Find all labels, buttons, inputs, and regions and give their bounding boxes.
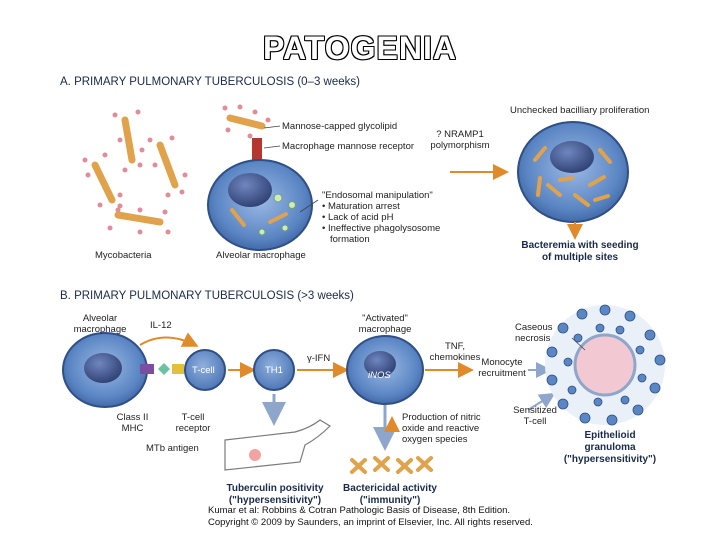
label-line: ("immunity") xyxy=(359,495,421,506)
label-tcell: T-cell xyxy=(192,365,215,376)
mycobacteria-cluster xyxy=(82,104,271,235)
label-granuloma: Epithelioid granuloma ("hypersensitivity… xyxy=(560,430,660,466)
label-line: Epithelioid xyxy=(584,430,636,441)
label-line: macrophage xyxy=(73,324,127,335)
label-line: Bactericidal activity xyxy=(343,483,437,494)
bacillus xyxy=(91,161,116,204)
label-line: T-cell xyxy=(523,416,547,427)
bacillus xyxy=(121,116,136,164)
label-glycolipid: Mannose-capped glycolipid xyxy=(282,121,398,132)
bacillus xyxy=(226,114,266,130)
label-class2: Class II MHC xyxy=(110,412,155,434)
label-line: Monocyte xyxy=(481,357,523,368)
tcell-cell xyxy=(184,349,226,391)
proliferating-macrophage-cell xyxy=(517,121,629,223)
panel-letter: A. xyxy=(60,76,71,88)
credit: Kumar et al: Robbins & Cotran Pathologic… xyxy=(208,505,533,529)
activated-macrophage-cell xyxy=(346,335,424,405)
label-tcell-receptor: T-cell receptor xyxy=(168,412,218,434)
label-activated: "Activated" macrophage xyxy=(345,313,425,335)
label-line: Tuberculin positivity xyxy=(226,483,324,494)
label-line: Production of nitric xyxy=(402,412,481,423)
label-ifn: γ-IFN xyxy=(307,353,331,364)
bullet-item: formation xyxy=(330,234,370,245)
label-tnf: TNF, chemokines xyxy=(425,341,485,363)
label-bactericidal: Bactericidal activity ("immunity") xyxy=(335,483,445,507)
label-line: granuloma xyxy=(584,442,636,453)
bullet-item: • Ineffective phagolysosome xyxy=(322,223,441,234)
label-line: oxide and reactive xyxy=(402,423,480,434)
label-unchecked: Unchecked bacilliary proliferation xyxy=(510,105,650,116)
th1-cell xyxy=(253,349,295,391)
tcell-receptor-icon xyxy=(172,364,184,374)
label-nitric: Production of nitric oxide and reactive … xyxy=(402,412,481,445)
label-line: Class II xyxy=(116,412,149,423)
leader-lines xyxy=(263,125,586,351)
label-line: MHC xyxy=(121,423,144,434)
label-alveolar-macrophage: Alveolar macrophage xyxy=(216,250,306,261)
label-line: recruitment xyxy=(478,368,526,379)
label-endosomal-title: "Endosomal manipulation" xyxy=(322,190,433,201)
label-line: T-cell xyxy=(181,412,205,423)
label-bacteremia-line2: of multiple sites xyxy=(541,252,619,263)
bacillus xyxy=(114,211,164,226)
bullet-item: • Lack of acid pH xyxy=(322,212,394,223)
label-bacteremia-line1: Bacteremia with seeding xyxy=(521,240,639,251)
label-sensitized: Sensitized T-cell xyxy=(505,405,565,427)
label-bacteremia: Bacteremia with seeding of multiple site… xyxy=(515,240,645,264)
label-caseous: Caseous necrosis xyxy=(515,322,553,344)
arrow xyxy=(139,332,199,347)
label-th1: TH1 xyxy=(265,365,283,376)
label-nramp-line2: polymorphism xyxy=(430,140,490,151)
label-line: oxygen species xyxy=(402,434,468,445)
credit-line2: Copyright © 2009 by Saunders, an imprint… xyxy=(208,517,533,528)
bullet-item: • Maturation arrest xyxy=(322,201,400,212)
credit-line1: Kumar et al: Robbins & Cotran Pathologic… xyxy=(208,505,511,516)
panel-b-heading: B. PRIMARY PULMONARY TUBERCULOSIS (>3 we… xyxy=(60,290,354,302)
arrow xyxy=(527,392,556,411)
label-inos: iNOS xyxy=(368,370,391,381)
label-line: ("hypersensitivity") xyxy=(228,495,322,506)
mannose-receptor-icon xyxy=(252,138,262,160)
killed-bacilli xyxy=(350,456,433,474)
panel-a-heading: A. PRIMARY PULMONARY TUBERCULOSIS (0–3 w… xyxy=(60,76,360,88)
alveolar-macrophage-cell xyxy=(207,159,313,251)
bacillus xyxy=(156,141,179,189)
label-nramp-line1: ? NRAMP1 xyxy=(436,129,484,140)
alveolar-macrophage-b xyxy=(62,332,148,408)
mhc-icon xyxy=(140,364,154,374)
label-receptor: Macrophage mannose receptor xyxy=(282,141,415,152)
label-nramp: ? NRAMP1 polymorphism xyxy=(425,129,495,151)
label-mtb-antigen: MTb antigen xyxy=(146,443,199,454)
panel-letter: B. xyxy=(60,290,71,302)
label-il12: IL-12 xyxy=(150,320,172,331)
page-title: PATOGENIA xyxy=(263,30,457,66)
granuloma xyxy=(545,304,666,426)
label-monocyte: Monocyte recruitment xyxy=(472,357,532,379)
label-line: Alveolar xyxy=(82,313,118,324)
label-line: "Activated" xyxy=(362,313,408,324)
panel-heading-text: PRIMARY PULMONARY TUBERCULOSIS (>3 weeks… xyxy=(74,290,354,302)
label-line: TNF, xyxy=(444,341,466,352)
label-line: receptor xyxy=(175,423,211,434)
label-alveolar-b: Alveolar macrophage xyxy=(65,313,135,335)
label-line: Sensitized xyxy=(513,405,557,416)
label-tuberculin: Tuberculin positivity ("hypersensitivity… xyxy=(215,483,335,507)
label-mycobacteria: Mycobacteria xyxy=(95,250,152,261)
arm-illustration xyxy=(224,419,331,471)
label-line: macrophage xyxy=(358,324,412,335)
label-line: necrosis xyxy=(515,333,551,344)
label-line: chemokines xyxy=(429,352,481,363)
panel-heading-text: PRIMARY PULMONARY TUBERCULOSIS (0–3 week… xyxy=(74,76,360,88)
label-line: ("hypersensitivity") xyxy=(563,454,657,465)
antigen-icon xyxy=(158,363,170,375)
label-line: Caseous xyxy=(515,322,553,333)
label-endosomal: "Endosomal manipulation" • Maturation ar… xyxy=(322,190,440,245)
